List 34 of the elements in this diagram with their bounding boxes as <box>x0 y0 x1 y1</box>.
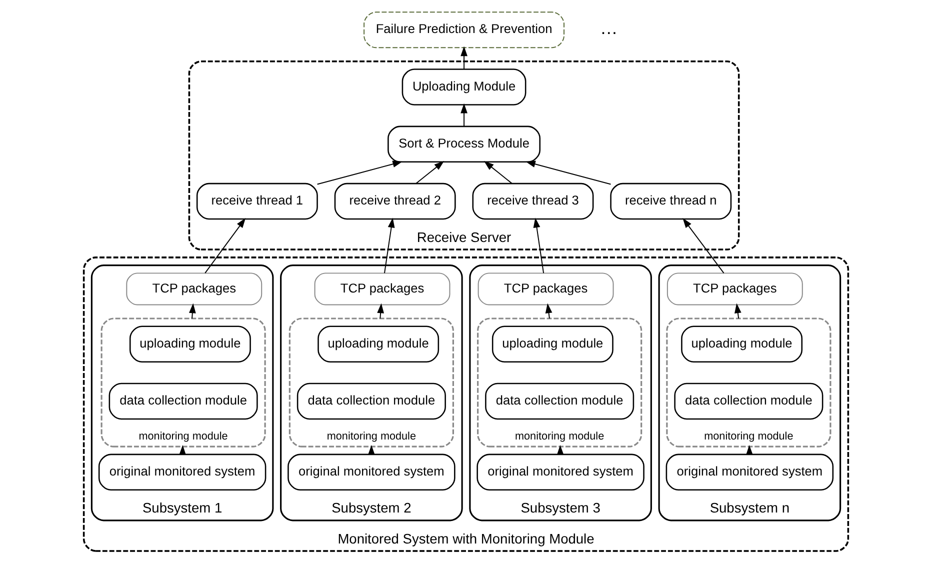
node-box: TCP packages <box>126 272 262 306</box>
node-box: data collection module <box>108 382 258 420</box>
arrow <box>316 160 402 185</box>
node-box: receive thread 1 <box>196 182 318 220</box>
node-box: data collection module <box>484 382 634 420</box>
node-box: TCP packages <box>477 272 614 306</box>
node-box: Failure Prediction & Prevention <box>363 12 564 48</box>
arrow <box>483 161 512 184</box>
arrow <box>384 218 394 274</box>
arrow <box>524 160 611 185</box>
node-box: uploading module <box>317 326 439 362</box>
node-box: TCP packages <box>666 272 802 306</box>
arrow <box>532 218 544 274</box>
arrow <box>188 303 196 319</box>
node-box: receive thread 2 <box>334 182 456 220</box>
arrow <box>460 46 467 70</box>
node-box: uploading module <box>491 326 613 362</box>
arrow <box>460 103 467 127</box>
arrow <box>682 218 724 274</box>
label: … <box>599 18 618 38</box>
arrow <box>376 303 384 319</box>
node-box: Uploading Module <box>401 68 526 106</box>
node-box: uploading module <box>680 326 802 362</box>
arrow <box>204 218 246 274</box>
arrow <box>544 303 552 319</box>
node-box: receive thread 3 <box>472 182 594 220</box>
node-box: Sort & Process Module <box>387 126 540 163</box>
node-box: data collection module <box>296 382 446 420</box>
arrow <box>734 303 741 319</box>
node-box: uploading module <box>128 326 250 362</box>
node-box: TCP packages <box>314 272 450 306</box>
node-box: data collection module <box>674 382 823 420</box>
node-box: receive thread n <box>610 182 732 220</box>
arrow <box>415 161 444 184</box>
